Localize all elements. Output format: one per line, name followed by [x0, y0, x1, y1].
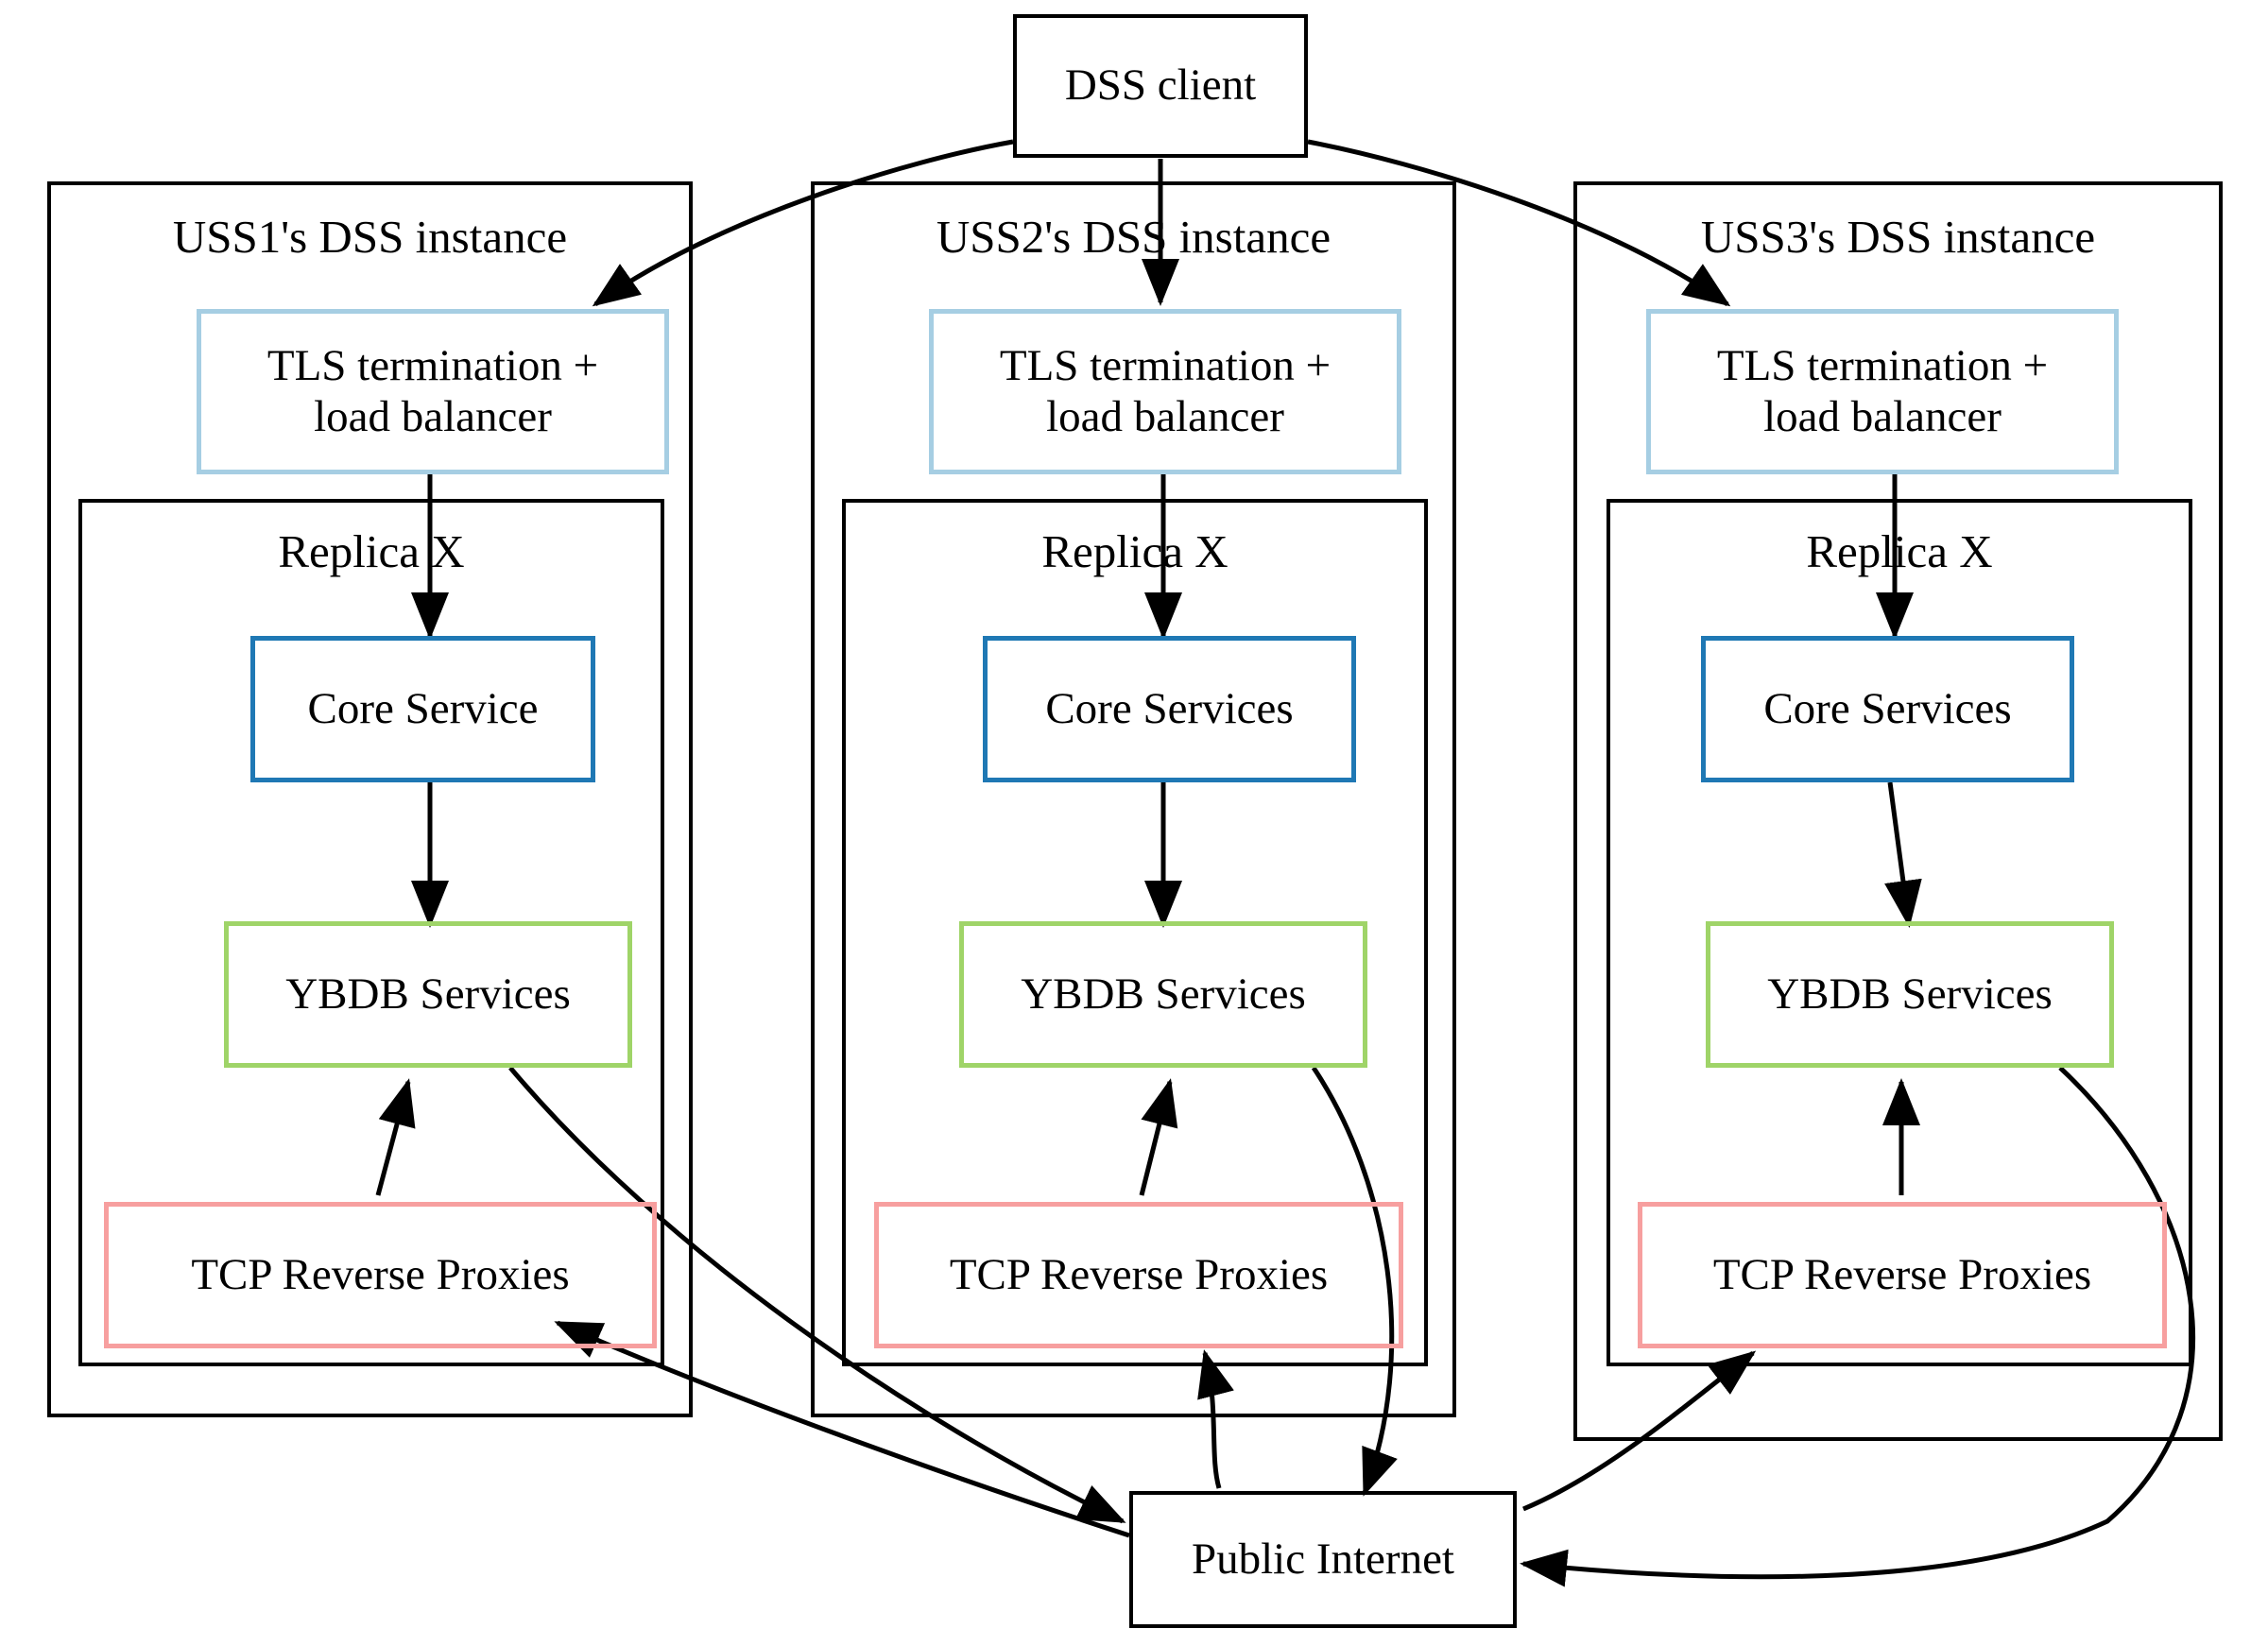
public-internet-node[interactable]: Public Internet [1129, 1491, 1517, 1628]
replica-panel-1[interactable] [78, 499, 664, 1366]
tcp-reverse-proxies-node-1[interactable]: TCP Reverse Proxies [104, 1202, 657, 1348]
public-internet-label: Public Internet [1191, 1534, 1454, 1584]
ybdb-services-label-2: YBDB Services [1021, 969, 1306, 1019]
core-service-label-2: Core Services [1045, 683, 1294, 733]
tls-load-balancer-node-3[interactable]: TLS termination + load balancer [1646, 309, 2119, 474]
tls-load-balancer-node-2[interactable]: TLS termination + load balancer [929, 309, 1401, 474]
replica-panel-2[interactable] [842, 499, 1428, 1366]
uss-instance-panel-2[interactable] [811, 181, 1456, 1417]
core-service-label-1: Core Service [307, 683, 539, 733]
tls-load-balancer-label-3: TLS termination + load balancer [1716, 340, 2049, 441]
uss-instance-title-1: USS1's DSS instance [172, 211, 568, 263]
ybdb-services-node-2[interactable]: YBDB Services [959, 921, 1367, 1068]
core-service-label-3: Core Services [1763, 683, 2012, 733]
replica-title-2: Replica X [1041, 525, 1228, 577]
tcp-reverse-proxies-node-2[interactable]: TCP Reverse Proxies [874, 1202, 1403, 1348]
dss-client-node[interactable]: DSS client [1013, 14, 1308, 158]
uss-instance-panel-1[interactable] [47, 181, 693, 1417]
uss-instance-panel-3[interactable] [1573, 181, 2223, 1441]
uss-instance-title-3: USS3's DSS instance [1700, 211, 2096, 263]
uss-instance-title-2: USS2's DSS instance [936, 211, 1332, 263]
tcp-reverse-proxies-label-3: TCP Reverse Proxies [1712, 1249, 2092, 1299]
tcp-reverse-proxies-label-1: TCP Reverse Proxies [191, 1249, 570, 1299]
core-service-node-3[interactable]: Core Services [1701, 636, 2074, 782]
core-service-node-2[interactable]: Core Services [983, 636, 1356, 782]
ybdb-services-node-1[interactable]: YBDB Services [224, 921, 632, 1068]
replica-title-1: Replica X [278, 525, 465, 577]
core-service-node-1[interactable]: Core Service [250, 636, 595, 782]
tcp-reverse-proxies-node-3[interactable]: TCP Reverse Proxies [1638, 1202, 2167, 1348]
ybdb-services-node-3[interactable]: YBDB Services [1706, 921, 2114, 1068]
ybdb-services-label-1: YBDB Services [285, 969, 571, 1019]
tls-load-balancer-label-1: TLS termination + load balancer [266, 340, 599, 441]
replica-panel-3[interactable] [1606, 499, 2192, 1366]
tls-load-balancer-label-2: TLS termination + load balancer [999, 340, 1332, 441]
dss-client-label: DSS client [1064, 60, 1257, 111]
replica-title-3: Replica X [1806, 525, 1993, 577]
tls-load-balancer-node-1[interactable]: TLS termination + load balancer [197, 309, 669, 474]
ybdb-services-label-3: YBDB Services [1767, 969, 2053, 1019]
tcp-reverse-proxies-label-2: TCP Reverse Proxies [949, 1249, 1329, 1299]
